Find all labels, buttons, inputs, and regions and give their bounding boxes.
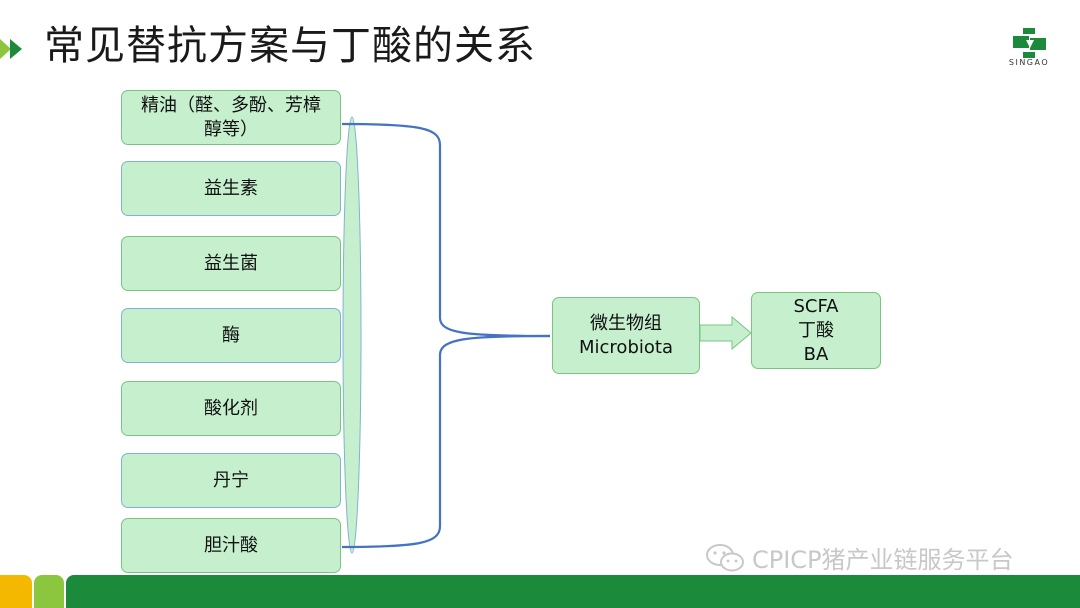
grouping-ellipse [342, 116, 362, 554]
logo-text: SINGAO [1008, 58, 1050, 67]
wechat-icon [706, 544, 744, 572]
watermark-text: CPICP猪产业链服务平台 [752, 546, 1014, 574]
microbiota-label-cn: 微生物组 [590, 312, 662, 334]
bottom-bracket [341, 334, 551, 549]
output-box: SCFA 丁酸 BA [751, 292, 881, 369]
input-label: 酶 [222, 324, 240, 346]
output-scfa: SCFA [793, 295, 839, 317]
output-butyrate: 丁酸 [798, 319, 834, 341]
input-label: 胆汁酸 [204, 534, 258, 556]
microbiota-box: 微生物组 Microbiota [552, 297, 700, 374]
microbiota-label-en: Microbiota [579, 336, 673, 358]
footer-green-bar [66, 575, 1080, 608]
input-tannin: 丹宁 [121, 453, 341, 508]
title-arrow-icon [0, 39, 22, 59]
arrow-to-output [699, 315, 752, 351]
input-label: 丹宁 [213, 469, 249, 491]
singao-logo-icon [1013, 28, 1046, 58]
input-probiotic: 益生菌 [121, 236, 341, 291]
input-enzyme: 酶 [121, 308, 341, 363]
input-label: 酸化剂 [204, 397, 258, 419]
input-bile-acid: 胆汁酸 [121, 518, 341, 573]
input-label: 益生菌 [204, 252, 258, 274]
input-essential-oil: 精油（醛、多酚、芳樟醇等） [121, 90, 341, 145]
input-prebiotic: 益生素 [121, 161, 341, 216]
input-label: 精油（醛、多酚、芳樟醇等） [141, 94, 321, 140]
page-title: 常见替抗方案与丁酸的关系 [44, 23, 536, 69]
top-bracket [341, 122, 551, 338]
footer-lime-bar [34, 575, 64, 608]
output-ba: BA [803, 343, 829, 365]
input-label: 益生素 [204, 177, 258, 199]
input-acidifier: 酸化剂 [121, 381, 341, 436]
footer-yellow-bar [0, 575, 32, 608]
